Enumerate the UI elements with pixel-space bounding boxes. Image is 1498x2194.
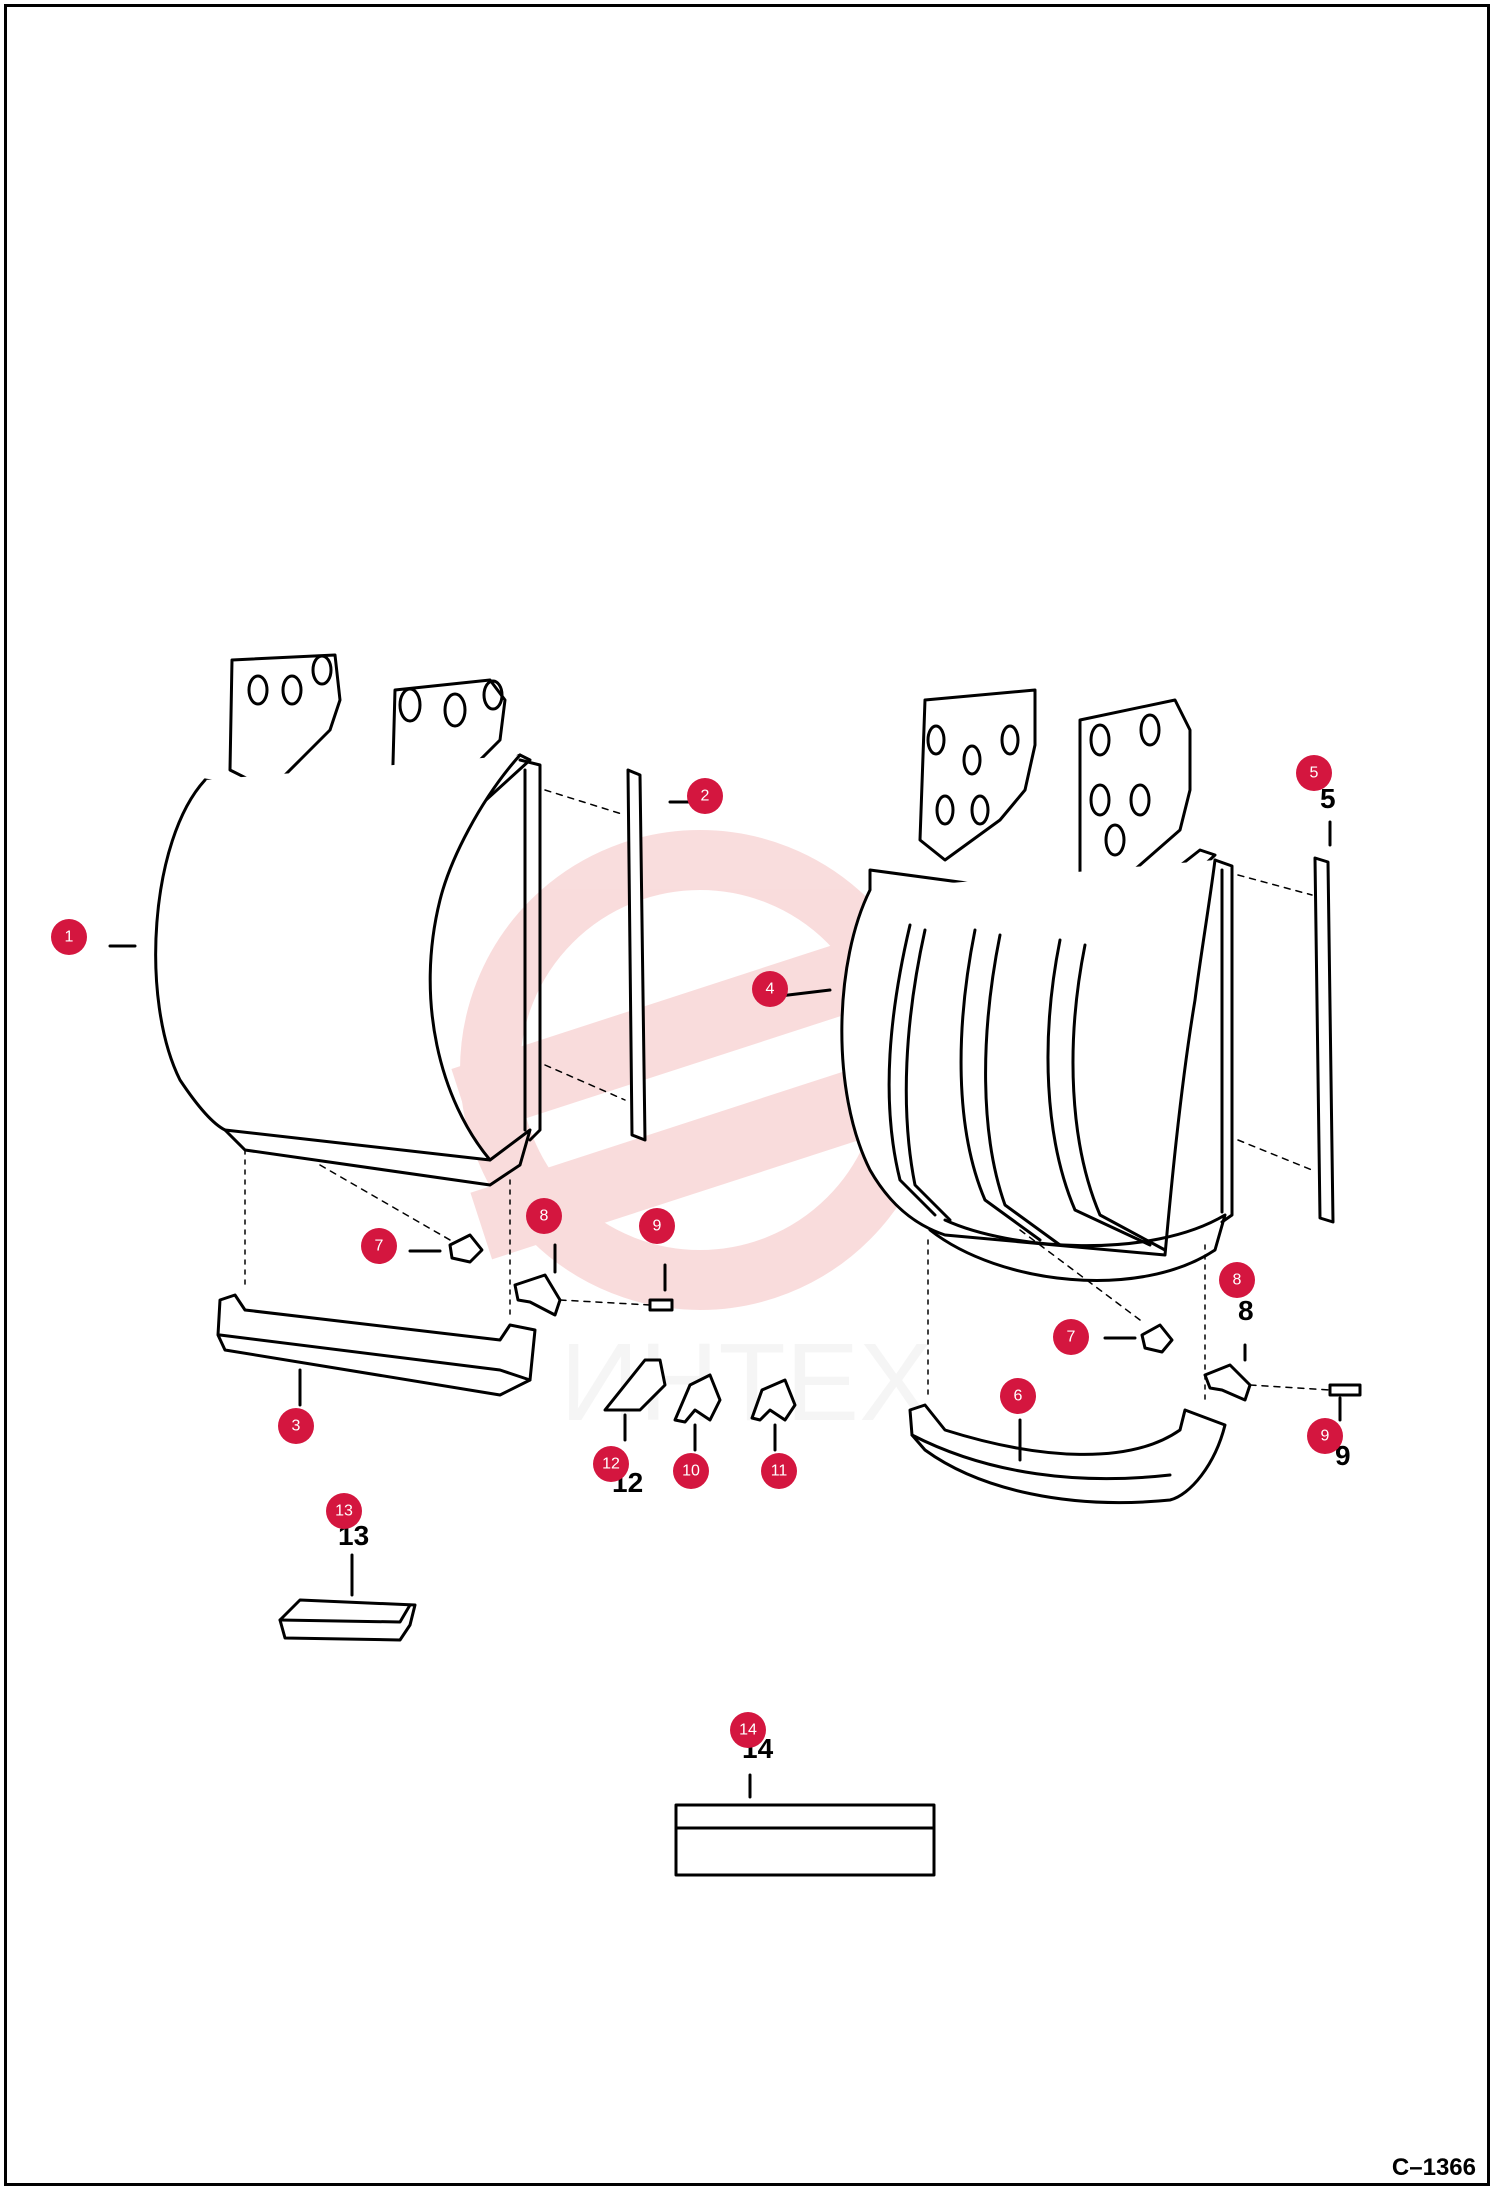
pin-right [1328, 1383, 1362, 1397]
side-plate-right [1313, 856, 1335, 1224]
callout-13[interactable]: 13 [326, 1493, 362, 1529]
bucket-ribbed [840, 688, 1234, 1282]
svg-text:11: 11 [771, 1463, 788, 1480]
svg-text:1: 1 [65, 929, 74, 946]
callout-5[interactable]: 5 [1296, 755, 1332, 791]
tooth-10 [673, 1373, 722, 1424]
side-plate-left [626, 768, 647, 1142]
tooth-adapter-right [1140, 1323, 1174, 1354]
callout-6[interactable]: 6 [1000, 1378, 1036, 1414]
svg-text:7: 7 [1067, 1329, 1076, 1346]
part-number-9: 9 [1335, 1440, 1351, 1471]
svg-text:2: 2 [701, 788, 710, 805]
svg-text:9: 9 [653, 1218, 662, 1235]
svg-text:8: 8 [540, 1208, 549, 1225]
watermark-text: ИНТЕX [560, 1321, 932, 1444]
tooth-adapter-left [448, 1233, 484, 1264]
callout-1[interactable]: 1 [51, 919, 87, 955]
callout-7-left[interactable]: 7 [361, 1228, 397, 1264]
decal-13 [278, 1598, 417, 1642]
callouts: 1 2 3 4 5 6 7 7 8 8 9 9 10 11 12 13 [51, 755, 1343, 1748]
callout-7-right[interactable]: 7 [1053, 1319, 1089, 1355]
diagram-frame [4, 4, 1490, 2186]
tooth-right [1203, 1363, 1252, 1402]
callout-14[interactable]: 14 [730, 1712, 766, 1748]
svg-text:5: 5 [1310, 765, 1319, 782]
callout-8-left[interactable]: 8 [526, 1198, 562, 1234]
callout-4[interactable]: 4 [752, 971, 788, 1007]
callout-11[interactable]: 11 [761, 1453, 797, 1489]
svg-text:7: 7 [375, 1238, 384, 1255]
drawing-code: C–1366 [1391, 2154, 1476, 2181]
svg-text:13: 13 [335, 1503, 353, 1520]
plate-14 [674, 1803, 936, 1877]
part-number-8: 8 [1238, 1295, 1254, 1326]
callout-9-right[interactable]: 9 [1307, 1418, 1343, 1454]
callout-9-left[interactable]: 9 [639, 1208, 675, 1244]
svg-text:10: 10 [682, 1463, 700, 1480]
svg-text:3: 3 [292, 1418, 301, 1435]
callout-3[interactable]: 3 [278, 1408, 314, 1444]
tooth-12 [603, 1358, 667, 1412]
svg-text:6: 6 [1014, 1388, 1023, 1405]
bucket-standard [154, 653, 542, 1187]
pin-left [648, 1298, 674, 1312]
callout-8-right[interactable]: 8 [1219, 1262, 1255, 1298]
tooth-left [513, 1273, 562, 1317]
tooth-11 [750, 1378, 797, 1422]
svg-text:12: 12 [602, 1456, 620, 1473]
callout-10[interactable]: 10 [673, 1453, 709, 1489]
svg-text:4: 4 [766, 981, 775, 998]
callout-12[interactable]: 12 [593, 1446, 629, 1482]
callout-2[interactable]: 2 [687, 778, 723, 814]
cutting-edge-left [216, 1293, 537, 1397]
svg-text:8: 8 [1233, 1272, 1242, 1289]
part-number-5: 5 [1320, 783, 1336, 814]
svg-text:14: 14 [739, 1722, 757, 1739]
svg-text:9: 9 [1321, 1428, 1330, 1445]
watermark: ИНТЕX [451, 830, 949, 1444]
cutting-edge-right [908, 1403, 1227, 1505]
